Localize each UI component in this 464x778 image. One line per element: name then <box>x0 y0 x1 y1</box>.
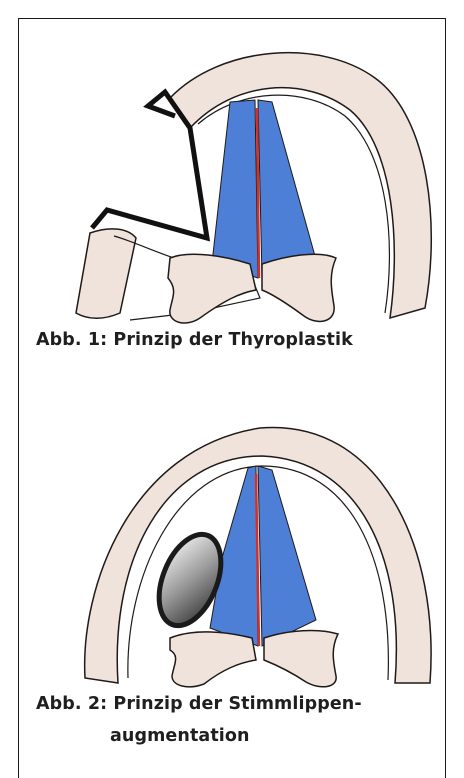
cartilage-fragment-left <box>76 229 136 318</box>
arytenoid-left <box>168 254 256 323</box>
arytenoid-right <box>264 631 338 687</box>
figure-2-caption-line2: augmentation <box>110 726 250 746</box>
arytenoid-right <box>262 254 336 321</box>
figure-2-caption-line1: Abb. 2: Prinzip der Stimmlippen- <box>36 694 362 714</box>
vocal-fold-left <box>212 100 258 278</box>
thyroplasty-diagram <box>0 28 464 328</box>
arytenoid-left <box>170 632 256 687</box>
vocal-fold-right <box>258 100 315 278</box>
augmentation-diagram <box>0 388 464 688</box>
vocal-fold-right <box>258 466 316 646</box>
figure-1-caption: Abb. 1: Prinzip der Thyroplastik <box>36 330 353 350</box>
